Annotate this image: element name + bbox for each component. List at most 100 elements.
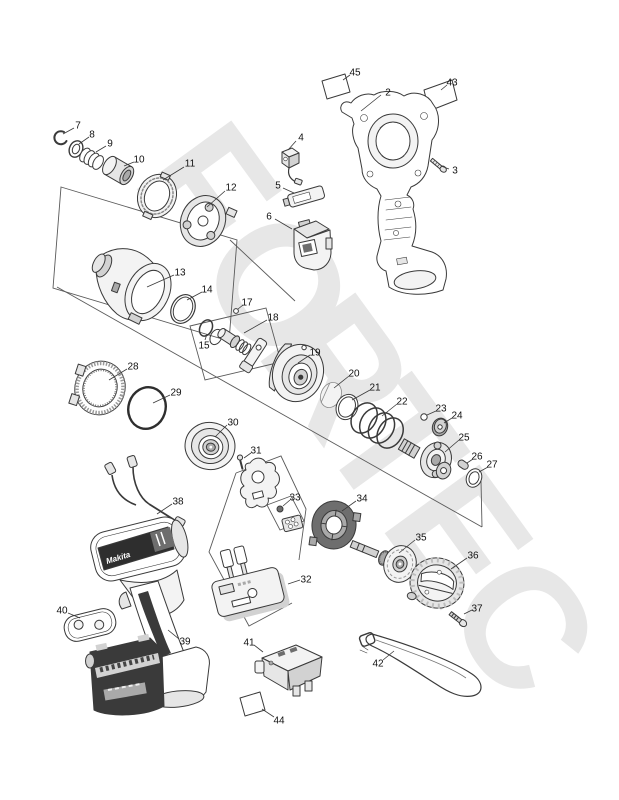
leader-line-45 bbox=[342, 74, 351, 81]
leader-line-43 bbox=[440, 84, 448, 91]
part-45-label-icon bbox=[321, 73, 351, 100]
part-number-43: 43 bbox=[446, 78, 458, 89]
part-number-29: 29 bbox=[170, 388, 182, 399]
leader-line-38 bbox=[156, 503, 173, 515]
leader-line-3 bbox=[440, 165, 450, 170]
part-number-8: 8 bbox=[89, 130, 95, 141]
part-7-snap-ring-icon bbox=[53, 130, 68, 146]
part-40-plate-icon bbox=[63, 608, 117, 642]
leader-line-15 bbox=[204, 333, 208, 341]
leader-line-10 bbox=[123, 161, 135, 167]
leader-line-21 bbox=[351, 389, 371, 401]
leader-line-41 bbox=[253, 644, 264, 653]
leader-line-5 bbox=[282, 187, 295, 194]
leader-line-19 bbox=[297, 354, 311, 364]
leader-line-35 bbox=[398, 539, 416, 554]
part-number-39: 39 bbox=[179, 637, 191, 648]
part-19-hammer-icon bbox=[268, 343, 325, 403]
part-number-37: 37 bbox=[471, 604, 483, 615]
part-number-45: 45 bbox=[349, 68, 361, 79]
part-31-screw-and-bracket-icon bbox=[236, 454, 280, 509]
leader-line-27 bbox=[478, 466, 489, 473]
part-13-chuck-sleeve-icon bbox=[91, 248, 172, 325]
leader-line-24 bbox=[443, 417, 453, 424]
leader-line-40 bbox=[67, 612, 81, 619]
part-number-33: 33 bbox=[289, 493, 301, 504]
leader-line-30 bbox=[214, 424, 228, 438]
part-30-bearing-disc-icon bbox=[184, 421, 236, 471]
leader-line-34 bbox=[341, 500, 357, 512]
part-number-41: 41 bbox=[243, 638, 255, 649]
part-35-rotor-icon bbox=[349, 540, 417, 583]
part-number-22: 22 bbox=[396, 397, 408, 408]
part-number-15: 15 bbox=[198, 341, 210, 352]
part-17-pin-icon bbox=[233, 308, 239, 314]
leader-line-37 bbox=[463, 609, 473, 615]
part-number-24: 24 bbox=[451, 411, 463, 422]
part-8-washer-icon bbox=[68, 140, 84, 158]
leader-line-44 bbox=[261, 708, 275, 718]
leader-line-26 bbox=[466, 458, 474, 464]
leader-line-7 bbox=[62, 127, 75, 135]
part-number-14: 14 bbox=[201, 285, 213, 296]
leader-line-32 bbox=[287, 579, 301, 585]
leader-line-17 bbox=[237, 304, 244, 310]
part-number-7: 7 bbox=[75, 121, 81, 132]
leader-line-31 bbox=[243, 452, 252, 459]
part-44-label-icon bbox=[239, 691, 266, 717]
part-number-20: 20 bbox=[348, 369, 360, 380]
part-28-ring-gear-icon bbox=[68, 360, 126, 416]
part-23-ball-icon bbox=[420, 413, 428, 421]
part-number-5: 5 bbox=[275, 181, 281, 192]
part-29-o-ring-icon bbox=[127, 386, 167, 430]
leader-line-29 bbox=[152, 394, 171, 404]
part-41-terminal-block-icon bbox=[254, 644, 323, 697]
part-42-strap-icon bbox=[358, 632, 482, 697]
part-37-screw-icon bbox=[448, 611, 468, 628]
part-14-ring-icon bbox=[170, 294, 196, 324]
part-34-stator-icon bbox=[308, 500, 362, 550]
part-5-slide-button-icon bbox=[282, 185, 326, 208]
part-39-housing-with-battery-icon: Makita bbox=[85, 516, 210, 716]
part-2-housing-right-icon bbox=[340, 90, 447, 295]
part-38-wire-harness-icon bbox=[104, 455, 186, 527]
leader-line-28 bbox=[108, 368, 128, 381]
leader-line-20 bbox=[333, 375, 350, 389]
part-number-2: 2 bbox=[385, 88, 391, 99]
part-12-gear-housing-plate-icon bbox=[179, 195, 238, 247]
part-number-42: 42 bbox=[372, 659, 384, 670]
leader-line-4 bbox=[287, 140, 297, 151]
leader-line-33 bbox=[282, 499, 291, 507]
part-6-switch-icon bbox=[293, 219, 333, 271]
part-33-connector-icon bbox=[276, 505, 304, 533]
part-number-12: 12 bbox=[225, 183, 237, 194]
leader-line-13 bbox=[146, 274, 175, 288]
part-number-27: 27 bbox=[486, 460, 498, 471]
part-number-13: 13 bbox=[174, 268, 186, 279]
leader-line-12 bbox=[206, 190, 226, 208]
leader-line-25 bbox=[444, 439, 460, 453]
leader-line-42 bbox=[382, 650, 395, 661]
part-number-21: 21 bbox=[369, 383, 381, 394]
part-number-32: 32 bbox=[300, 575, 312, 586]
leader-line-6 bbox=[274, 218, 293, 230]
part-15-o-rings-icon bbox=[198, 319, 223, 346]
part-32-controller-icon bbox=[211, 545, 290, 622]
leader-line-11 bbox=[162, 166, 185, 181]
part-number-4: 4 bbox=[298, 133, 304, 144]
part-number-44: 44 bbox=[273, 716, 285, 727]
leader-line-18 bbox=[243, 319, 268, 334]
part-number-11: 11 bbox=[185, 159, 196, 170]
leader-line-2 bbox=[360, 94, 382, 112]
part-26-pin-icon bbox=[457, 459, 469, 470]
part-number-35: 35 bbox=[415, 533, 427, 544]
leader-line-9 bbox=[95, 145, 107, 153]
part-number-23: 23 bbox=[435, 404, 447, 415]
part-9-spring-icon bbox=[79, 147, 104, 170]
leader-line-14 bbox=[186, 291, 203, 301]
part-4-led-lamp-icon bbox=[281, 147, 303, 186]
part-25-spindle-icon bbox=[397, 438, 452, 480]
part-22-spring-icon bbox=[350, 402, 404, 449]
